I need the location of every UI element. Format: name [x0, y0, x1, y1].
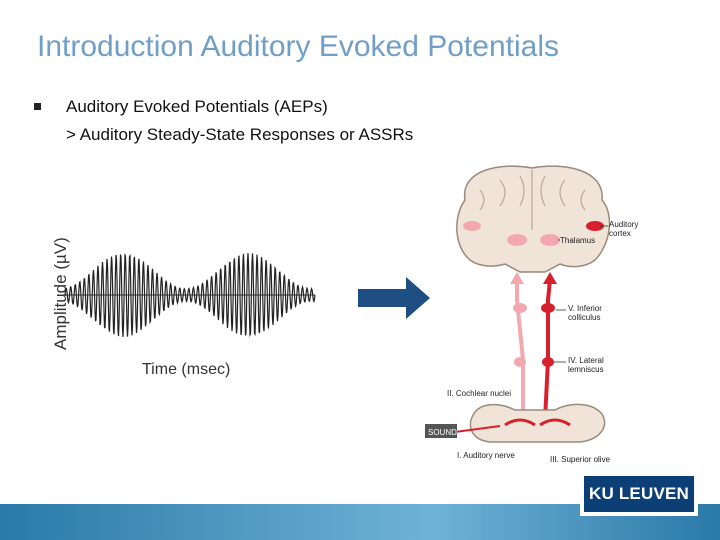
- cortex-left: [463, 221, 481, 231]
- ku-leuven-logo: KU LEUVEN: [580, 472, 698, 516]
- pathway-left: [515, 280, 525, 420]
- pathway-right: [543, 279, 552, 421]
- lemniscus-right: [542, 357, 554, 367]
- bullet-square-icon: [34, 103, 41, 110]
- waveform-trace: [64, 252, 316, 338]
- logo-text: KU LEUVEN: [584, 476, 694, 512]
- brainstem: [469, 403, 606, 443]
- cortex-right: [586, 221, 604, 231]
- right-arrow-icon: [358, 277, 430, 319]
- slide-title: Introduction Auditory Evoked Potentials: [37, 30, 559, 63]
- bullet-text: Auditory Evoked Potentials (AEPs): [66, 97, 328, 116]
- label-thalamus: Thalamus: [560, 236, 595, 245]
- nerve-line: [454, 425, 501, 433]
- colliculus-right: [541, 303, 555, 313]
- label-inferior-colliculus-2: colliculus: [568, 313, 600, 322]
- assr-waveform-figure: Amplitude (µV) Time (msec): [51, 237, 316, 378]
- label-inferior-colliculus-1: V. Inferior: [568, 304, 602, 313]
- label-lateral-lemniscus-1: IV. Lateral: [568, 356, 604, 365]
- lemniscus-left: [514, 357, 526, 367]
- colliculus-left: [513, 303, 527, 313]
- bullet-subtext: > Auditory Steady-State Responses or ASS…: [66, 125, 414, 144]
- x-axis-label: Time (msec): [142, 361, 230, 378]
- pathway-arrowhead-right: [543, 272, 557, 284]
- thalamus-right: [540, 234, 560, 246]
- label-auditory-cortex-1: Auditory: [609, 220, 638, 229]
- pathway-arrowhead-left: [510, 272, 524, 284]
- sound-box: [425, 424, 457, 438]
- brain-cross-section: [456, 165, 611, 273]
- label-lateral-lemniscus-2: lemniscus: [568, 365, 604, 374]
- sound-label: SOUND: [428, 428, 457, 437]
- y-axis-label: Amplitude (µV): [51, 237, 70, 350]
- thalamus-left: [507, 234, 527, 246]
- brainstem-nuclei: [504, 418, 571, 427]
- label-auditory-cortex-2: cortex: [609, 229, 631, 238]
- label-auditory-nerve: I. Auditory nerve: [457, 451, 515, 460]
- brain-folds: [479, 170, 586, 230]
- auditory-pathway-diagram: SOUND Auditory cortex Thalamus V. Inferi…: [425, 165, 638, 464]
- label-superior-olive: III. Superior olive: [550, 455, 611, 464]
- label-cochlear-nuclei: II. Cochlear nuclei: [447, 389, 511, 398]
